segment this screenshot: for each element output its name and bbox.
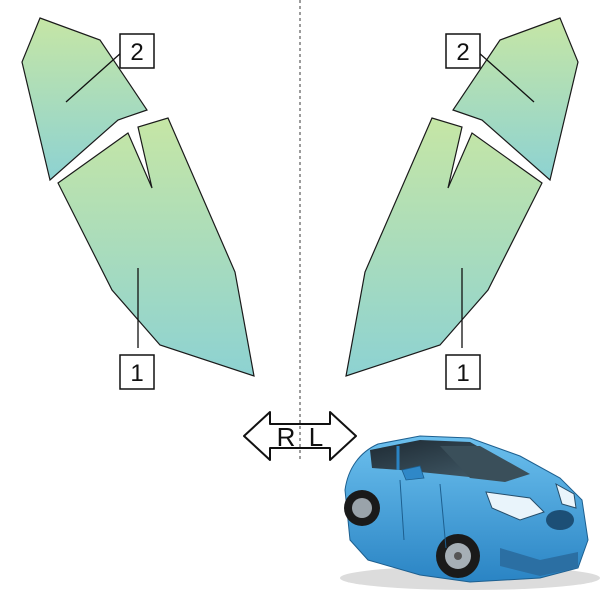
left-side-windows [345,17,579,377]
blue-hatchback-car-icon [340,435,600,590]
label-2-left-text: 2 [456,39,469,66]
direction-arrow: R L [243,411,357,462]
label-2-right-text: 2 [130,39,143,66]
leader-line-2-right [65,51,123,103]
label-1-right-text: 1 [130,360,143,387]
label-box-2-right: 2 [119,33,155,69]
label-box-2-left: 2 [445,33,481,69]
film-piece-1-right [57,117,255,377]
label-box-1-left: 1 [445,354,481,390]
film-piece-2-left [452,17,579,182]
label-1-left-text: 1 [456,360,469,387]
leader-line-2-left [477,51,535,103]
right-side-windows: 2 1 [21,17,255,390]
film-piece-2-right [21,17,148,182]
left-side-label: L [309,422,323,452]
film-piece-1-left [345,117,543,377]
right-side-label: R [277,422,296,452]
double-arrow-icon [243,411,357,461]
label-box-1-right: 1 [119,354,155,390]
